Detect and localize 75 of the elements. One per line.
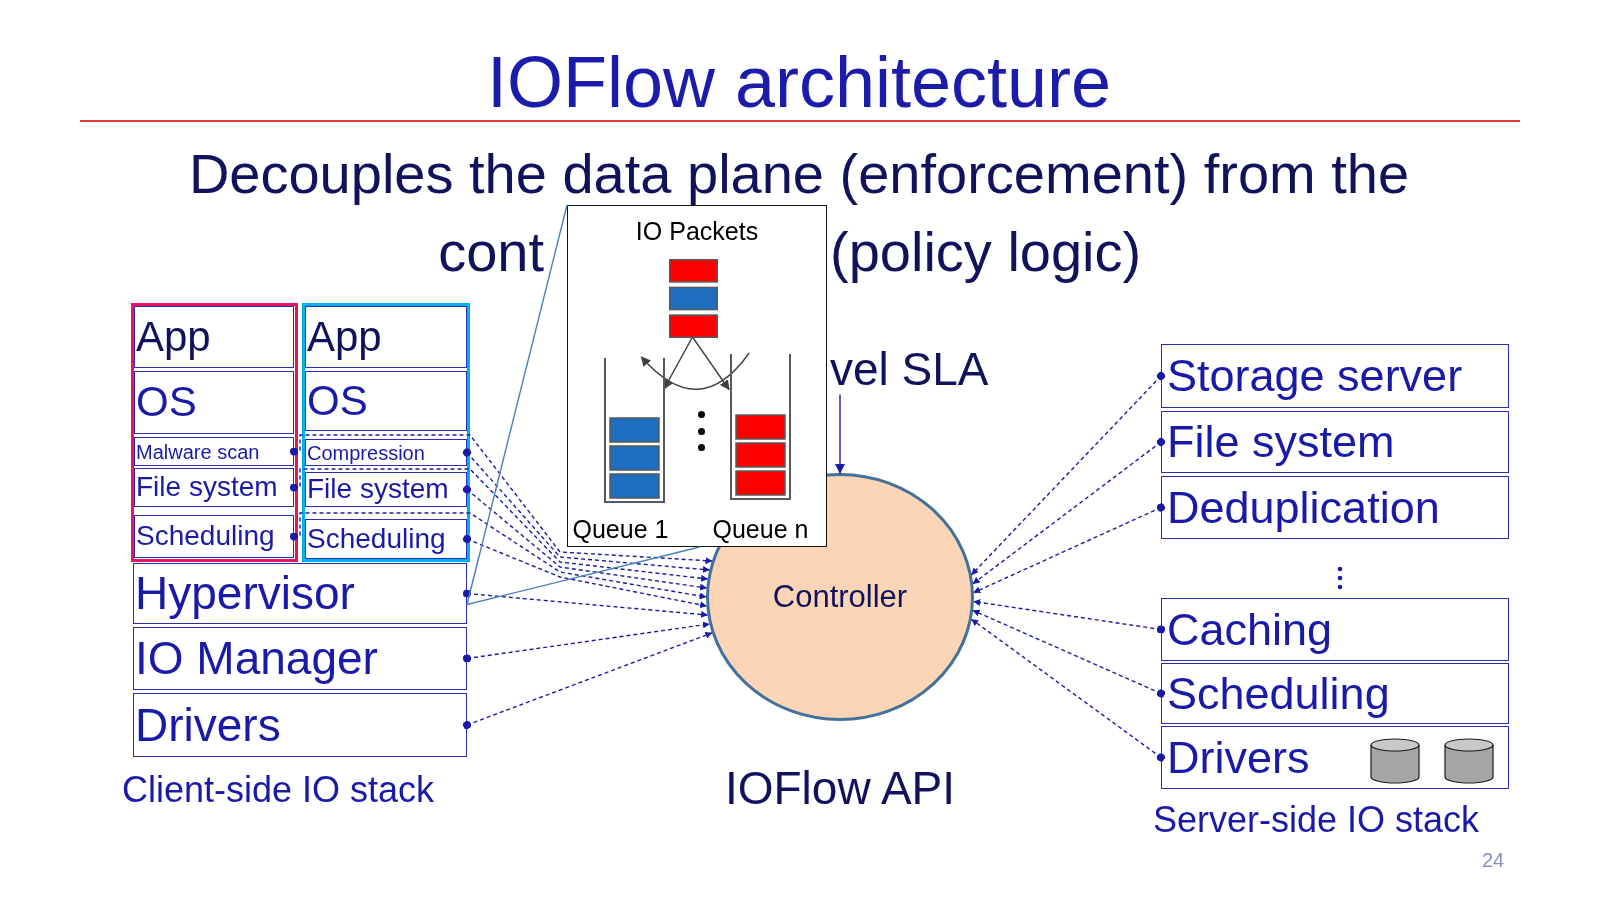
dashed-arrow (973, 503, 1165, 594)
node-label: Controller (772, 579, 908, 615)
layer-box (1161, 726, 1509, 789)
layer-box (305, 472, 467, 507)
dashed-arrow (971, 618, 1165, 762)
connector-line (466, 546, 701, 606)
dashed-arrow (463, 448, 710, 573)
layer-label: Drivers (135, 699, 281, 751)
layer-box (305, 519, 467, 559)
slide-title: IOFlow architecture (486, 46, 1112, 118)
layer-label: Hypervisor (135, 568, 355, 619)
layer-label: Storage server (1167, 351, 1463, 401)
layer-box (133, 693, 467, 757)
layer-box (305, 371, 467, 431)
subtitle-text: Decouples the data plane (enforcement) from the (188, 143, 1410, 205)
layer-box (1161, 663, 1509, 724)
layer-label: App (136, 313, 211, 361)
dashed-arrow (463, 535, 708, 609)
dashed-arrow (290, 434, 713, 565)
layer-label: Drivers (1167, 732, 1310, 783)
dashed-arrow (290, 468, 709, 582)
layer-box (134, 515, 294, 558)
dashed-arrow (463, 589, 709, 618)
layer-box (134, 371, 294, 434)
layer-box (134, 468, 294, 507)
layer-label: Deduplication (1167, 482, 1440, 533)
layer-box (133, 563, 467, 624)
arrow (663, 336, 694, 390)
dashed-arrow (972, 438, 1165, 585)
layer-label: Scheduling (307, 523, 446, 555)
layer-box (305, 439, 467, 466)
dashed-arrow (463, 631, 713, 729)
layer-label: Scheduling (1167, 668, 1390, 719)
dashed-arrow (290, 512, 707, 600)
layer-label: Caching (1167, 604, 1333, 655)
layer-box (305, 306, 467, 368)
inset-panel (567, 205, 827, 547)
subtitle-text: (policy logic) (830, 221, 1142, 283)
layer-box (133, 627, 467, 690)
layer-label: File system (307, 474, 449, 505)
layer-box (1161, 598, 1509, 661)
dashed-arrow (973, 598, 1165, 634)
layer-label: Scheduling (136, 521, 275, 552)
page-number: 24 (1482, 849, 1505, 871)
layer-box (1161, 476, 1509, 539)
layer-box (1161, 344, 1509, 408)
subtitle-text: cont (438, 221, 544, 283)
queue-label: Queue 1 (572, 515, 669, 543)
layer-label: File system (136, 472, 278, 503)
caption-text: IOFlow API (724, 763, 956, 814)
dashed-arrow (463, 485, 708, 591)
layer-label: OS (136, 379, 197, 426)
layer-label: File system (1167, 417, 1395, 467)
annotation-text: vel SLA (830, 344, 989, 395)
arrow (691, 336, 730, 391)
layer-label: Compression (307, 441, 425, 464)
layer-label: OS (307, 377, 368, 425)
curved-arrow (640, 352, 750, 390)
queue-label: Queue n (712, 515, 809, 543)
layer-label: Malware scan (136, 440, 260, 463)
layer-box (1161, 411, 1509, 473)
layer-label: App (307, 313, 382, 361)
arrow (835, 393, 845, 474)
caption-text: Server-side IO stack (1153, 800, 1480, 840)
inset-title: IO Packets (635, 218, 759, 246)
layer-box (134, 437, 294, 466)
group-frame (131, 303, 298, 562)
dashed-arrow (972, 609, 1165, 698)
layer-label: IO Manager (135, 633, 378, 684)
dashed-arrow (463, 621, 710, 663)
layer-box (134, 306, 294, 368)
connector-line (466, 204, 568, 606)
dashed-arrow (971, 372, 1165, 576)
caption-text: Client-side IO stack (122, 770, 435, 810)
group-frame (302, 303, 470, 562)
